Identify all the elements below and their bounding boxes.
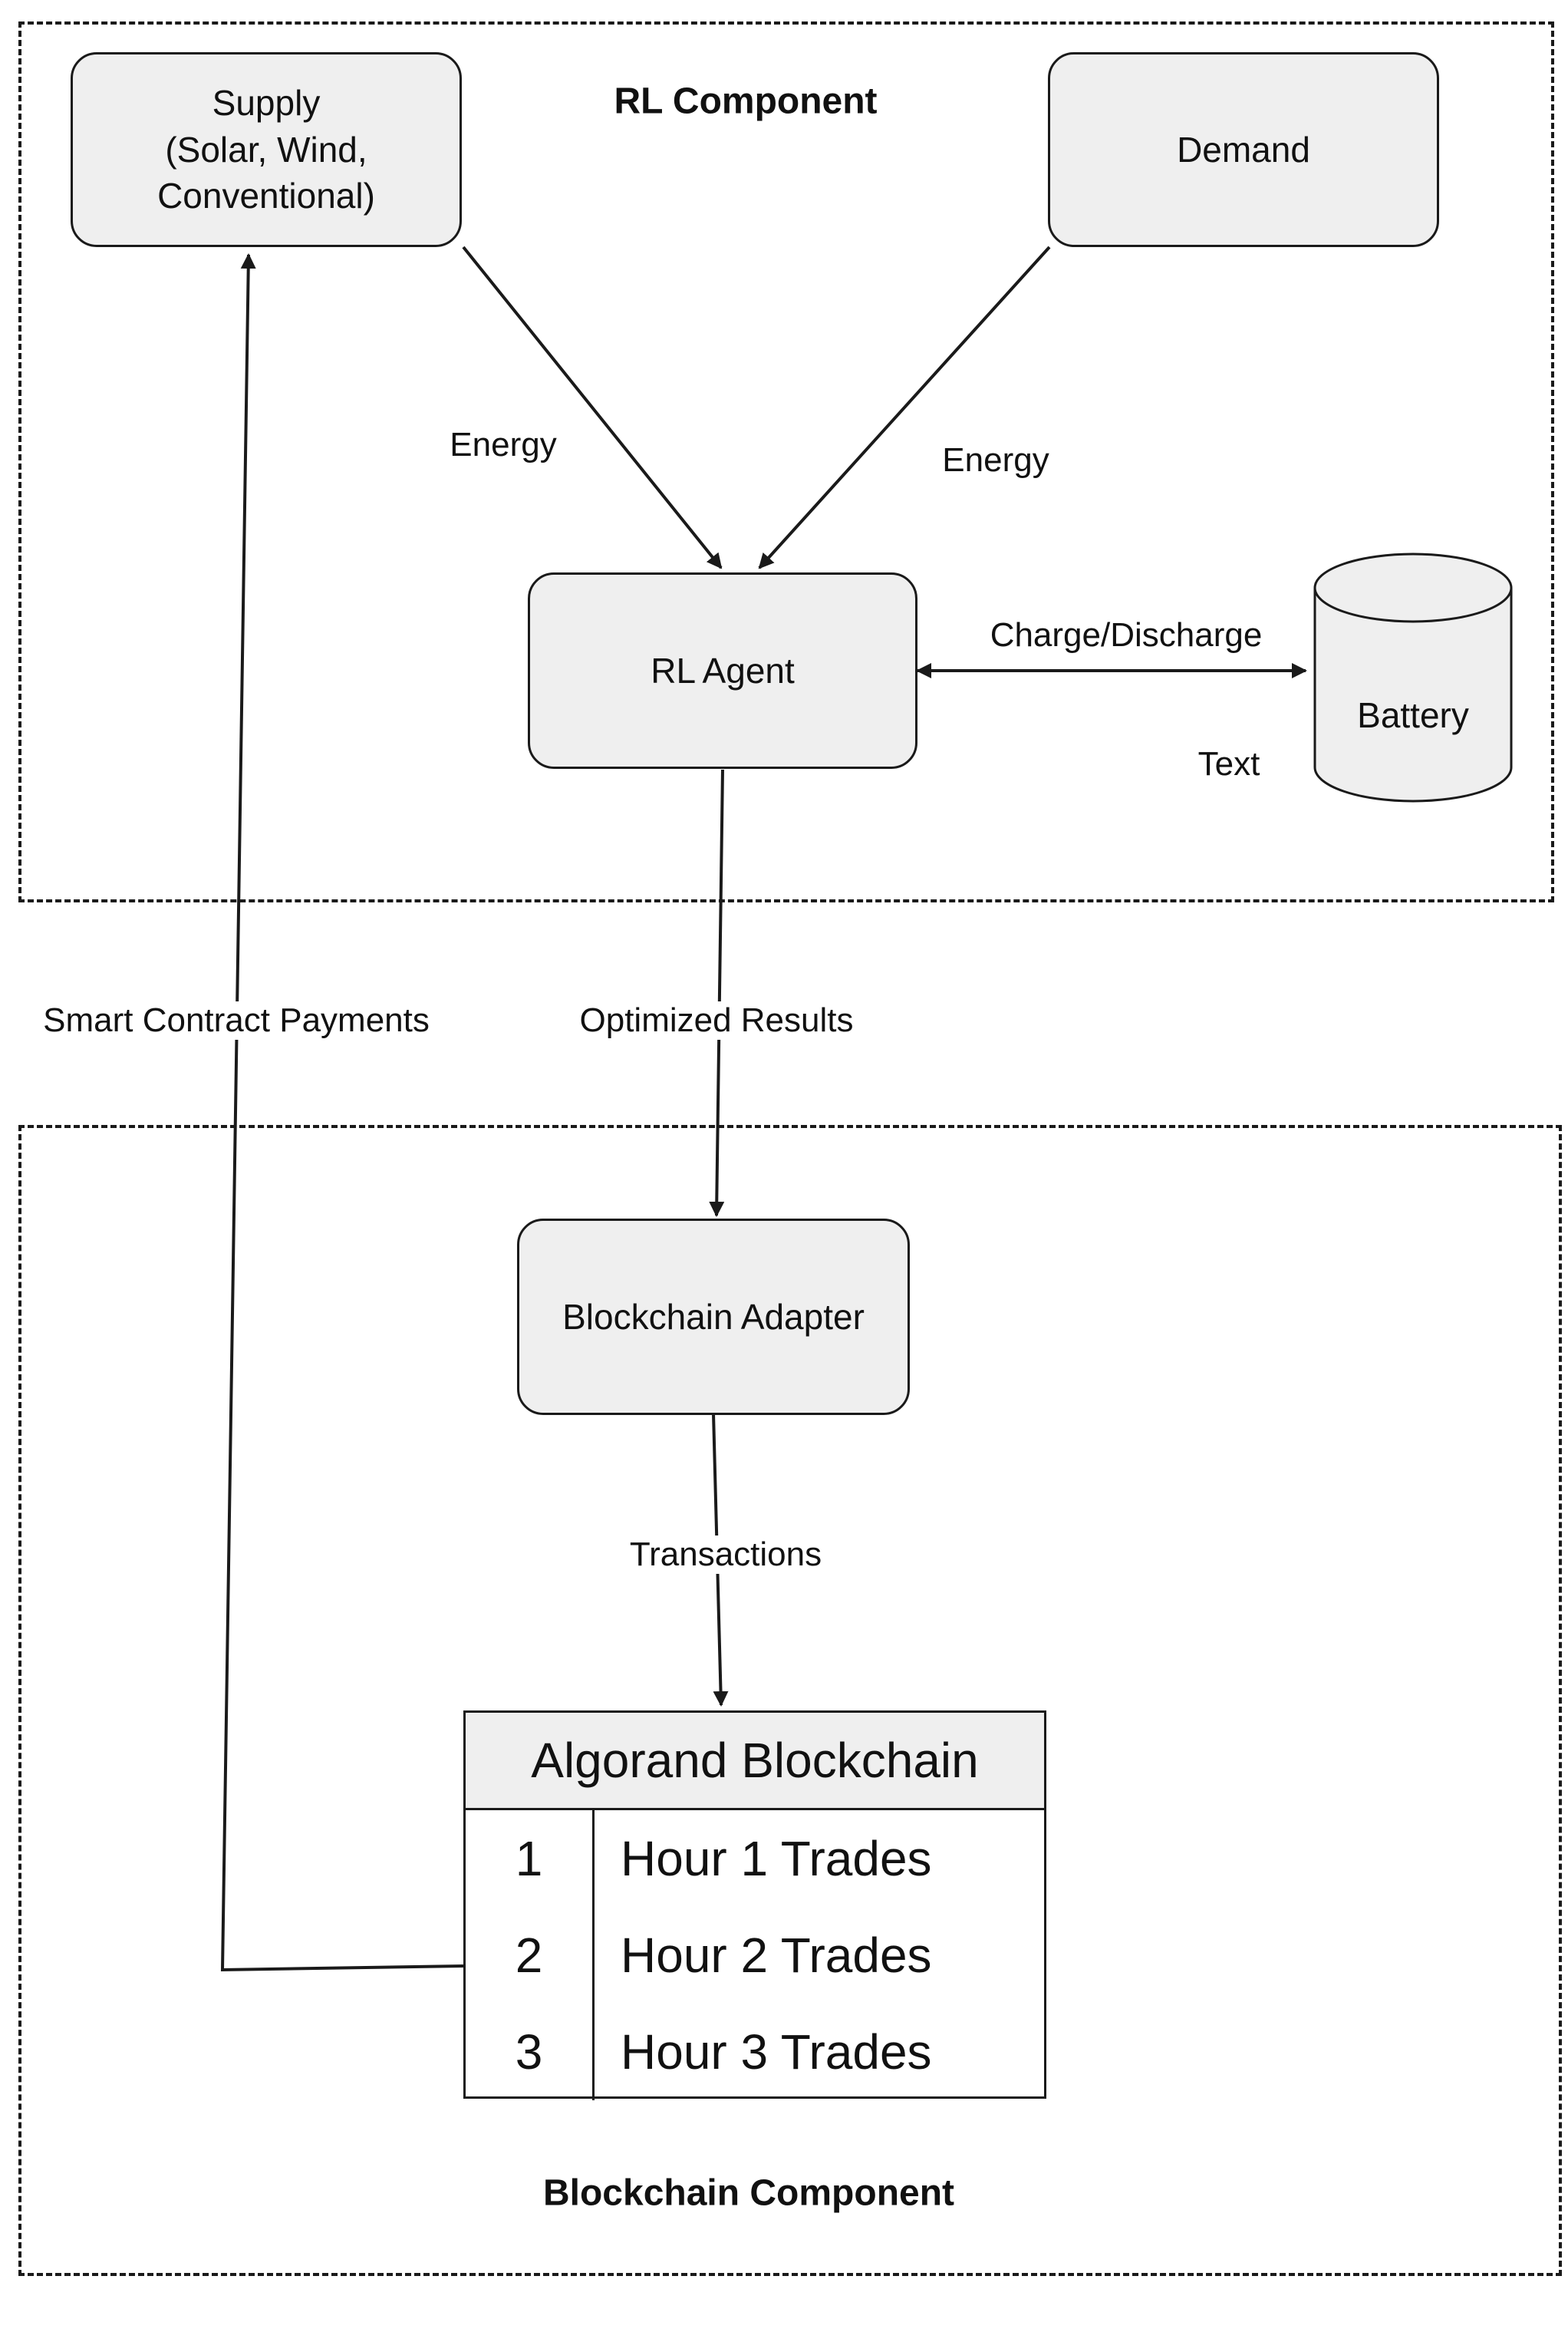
row-number: 3	[466, 2004, 595, 2100]
row-label: Hour 1 Trades	[621, 1831, 932, 1886]
rl-component-group	[18, 21, 1554, 902]
row-number: 1	[466, 1810, 595, 1907]
table-row: 1 Hour 1 Trades	[466, 1810, 1044, 1907]
battery-cylinder	[1313, 553, 1513, 803]
table-header: Algorand Blockchain	[466, 1713, 1044, 1810]
demand-node: Demand	[1048, 52, 1439, 247]
optimized-results-label: Optimized Results	[575, 1001, 858, 1040]
algorand-blockchain-table: Algorand Blockchain 1 Hour 1 Trades 2 Ho…	[463, 1710, 1046, 2100]
row-label: Hour 2 Trades	[621, 1928, 932, 1983]
demand-energy-label: Energy	[942, 441, 1049, 479]
battery-label: Battery	[1357, 695, 1469, 735]
blockchain-component-title: Blockchain Component	[542, 2172, 955, 2214]
rl-agent-node: RL Agent	[528, 572, 917, 769]
edge-supply-to-agent	[462, 246, 723, 569]
table-row: 2 Hour 2 Trades	[466, 1907, 1044, 2004]
charge-discharge-label: Charge/Discharge	[990, 616, 1263, 654]
blockchain-adapter-node: Blockchain Adapter	[517, 1219, 910, 1415]
supply-energy-label: Energy	[450, 426, 557, 463]
rl-component-title: RL Component	[614, 81, 878, 122]
stray-text-label: Text	[1197, 745, 1260, 783]
row-label: Hour 3 Trades	[621, 2024, 932, 2080]
edge-agent-to-adapter	[709, 769, 725, 1217]
table-row: 3 Hour 3 Trades	[466, 2004, 1044, 2100]
transactions-label: Transactions	[624, 1535, 827, 1574]
edge-payments-to-supply	[220, 253, 464, 1972]
smart-contract-payments-label: Smart Contract Payments	[38, 1001, 434, 1040]
supply-node: Supply (Solar, Wind, Conventional)	[71, 52, 462, 247]
row-number: 2	[466, 1907, 595, 2004]
blockchain-component-group	[18, 1125, 1562, 2276]
edge-demand-to-agent	[758, 246, 1051, 569]
